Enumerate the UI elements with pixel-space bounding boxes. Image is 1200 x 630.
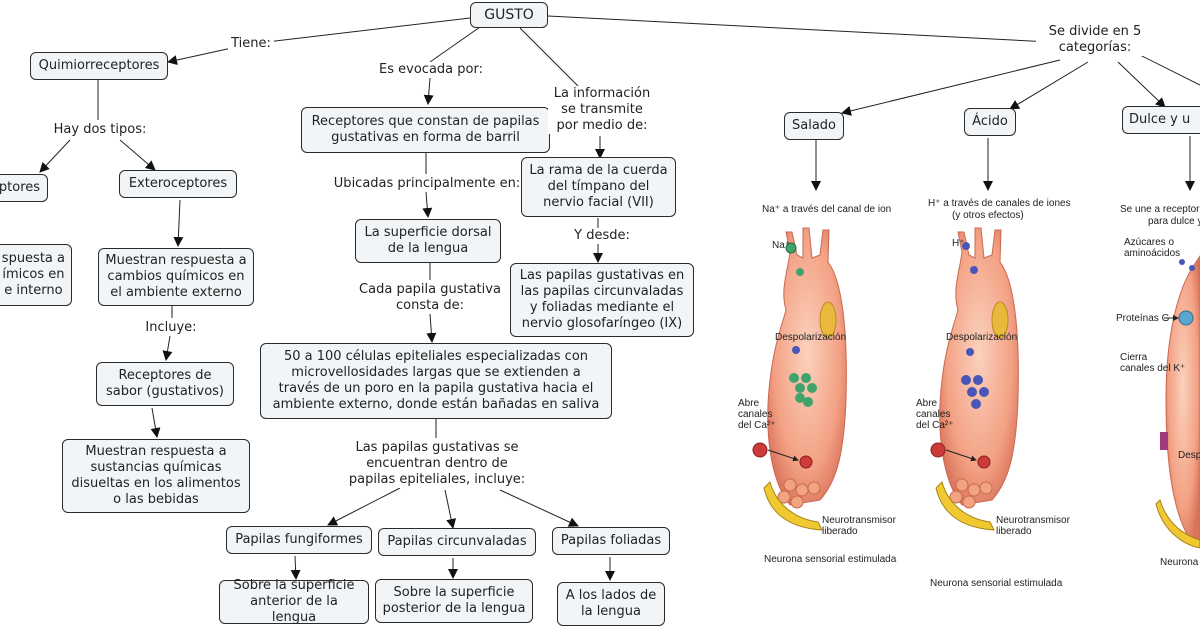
link-label-tipos: Hay dos tipos: [50,122,150,138]
connector-line [1009,61,1089,110]
node-glosofaringeo: Las papilas gustativas en las papilas ci… [510,263,694,337]
link-label-evocada: Es evocada por: [373,62,489,78]
node-cuerda-timpano: La rama de la cuerda del tímpano del ner… [521,157,676,217]
node-celulas-epiteliales: 50 a 100 células epiteliales especializa… [260,343,612,419]
link-label-tiene: Tiene: [228,36,274,52]
connector-line [150,407,161,438]
node-circunvaladas-desc: Sobre la superficie posterior de la leng… [375,579,533,623]
connector-line [423,77,434,105]
node-salado: Salado [784,112,844,140]
connector-line [39,139,71,173]
node-receptores-papilas: Receptores que constan de papilas gustat… [301,107,550,153]
connector-line [290,555,301,580]
node-receptores-sabor-desc: Muestran respuesta a sustancias químicas… [62,439,250,513]
connector-line [841,59,1061,116]
connector-line [162,335,173,361]
node-papilas-fungiformes: Papilas fungiformes [226,526,372,554]
link-label-cada-papila: Cada papila gustativa consta de: [354,282,506,314]
link-label-transmision: La información se transmite por medio de… [548,86,656,134]
node-exteroceptores: Exteroceptores [119,170,237,198]
node-exteroceptores-desc: Muestran respuesta a cambios químicos en… [98,248,254,306]
connector-line [429,26,481,63]
connector-line [1139,54,1200,86]
connector-line [499,489,579,527]
node-interoceptores-desc: spuesta a ímicos en e interno [0,244,72,306]
node-foliadas-desc: A los lados de la lengua [557,582,665,626]
connector-line [519,27,579,87]
link-label-incluye-1: Incluye: [140,320,202,336]
connector-line [119,139,156,171]
node-dulce: Dulce y u [1122,106,1200,134]
connector-line [1117,61,1166,108]
connector-line [444,489,457,529]
node-acido: Ácido [964,108,1016,136]
node-interoceptores: ptores [0,174,48,202]
node-papilas-circunvaladas: Papilas circunvaladas [378,528,536,556]
node-superficie-dorsal: La superficie dorsal de la lengua [355,219,501,263]
link-label-ubicadas: Ubicadas principalmente en: [330,176,524,192]
connector-line [327,487,401,526]
root-node: GUSTO [470,2,548,28]
connector-line [422,191,433,218]
link-label-categorias: Se divide en 5 categorías: [1036,24,1154,56]
connector-line [426,313,437,343]
link-label-y-desde: Y desde: [572,228,632,244]
connector-line [547,15,1051,43]
connector-line [249,17,471,45]
node-papilas-foliadas: Papilas foliadas [552,527,670,555]
link-label-papilas-epiteliales: Las papilas gustativas se encuentran den… [340,440,534,488]
node-fungiformes-desc: Sobre la superficie anterior de la lengu… [219,578,369,625]
node-quimiorreceptores: Quimiorreceptores [30,52,168,80]
node-receptores-sabor: Receptores de sabor (gustativos) [96,362,234,406]
connector-line [173,199,184,247]
